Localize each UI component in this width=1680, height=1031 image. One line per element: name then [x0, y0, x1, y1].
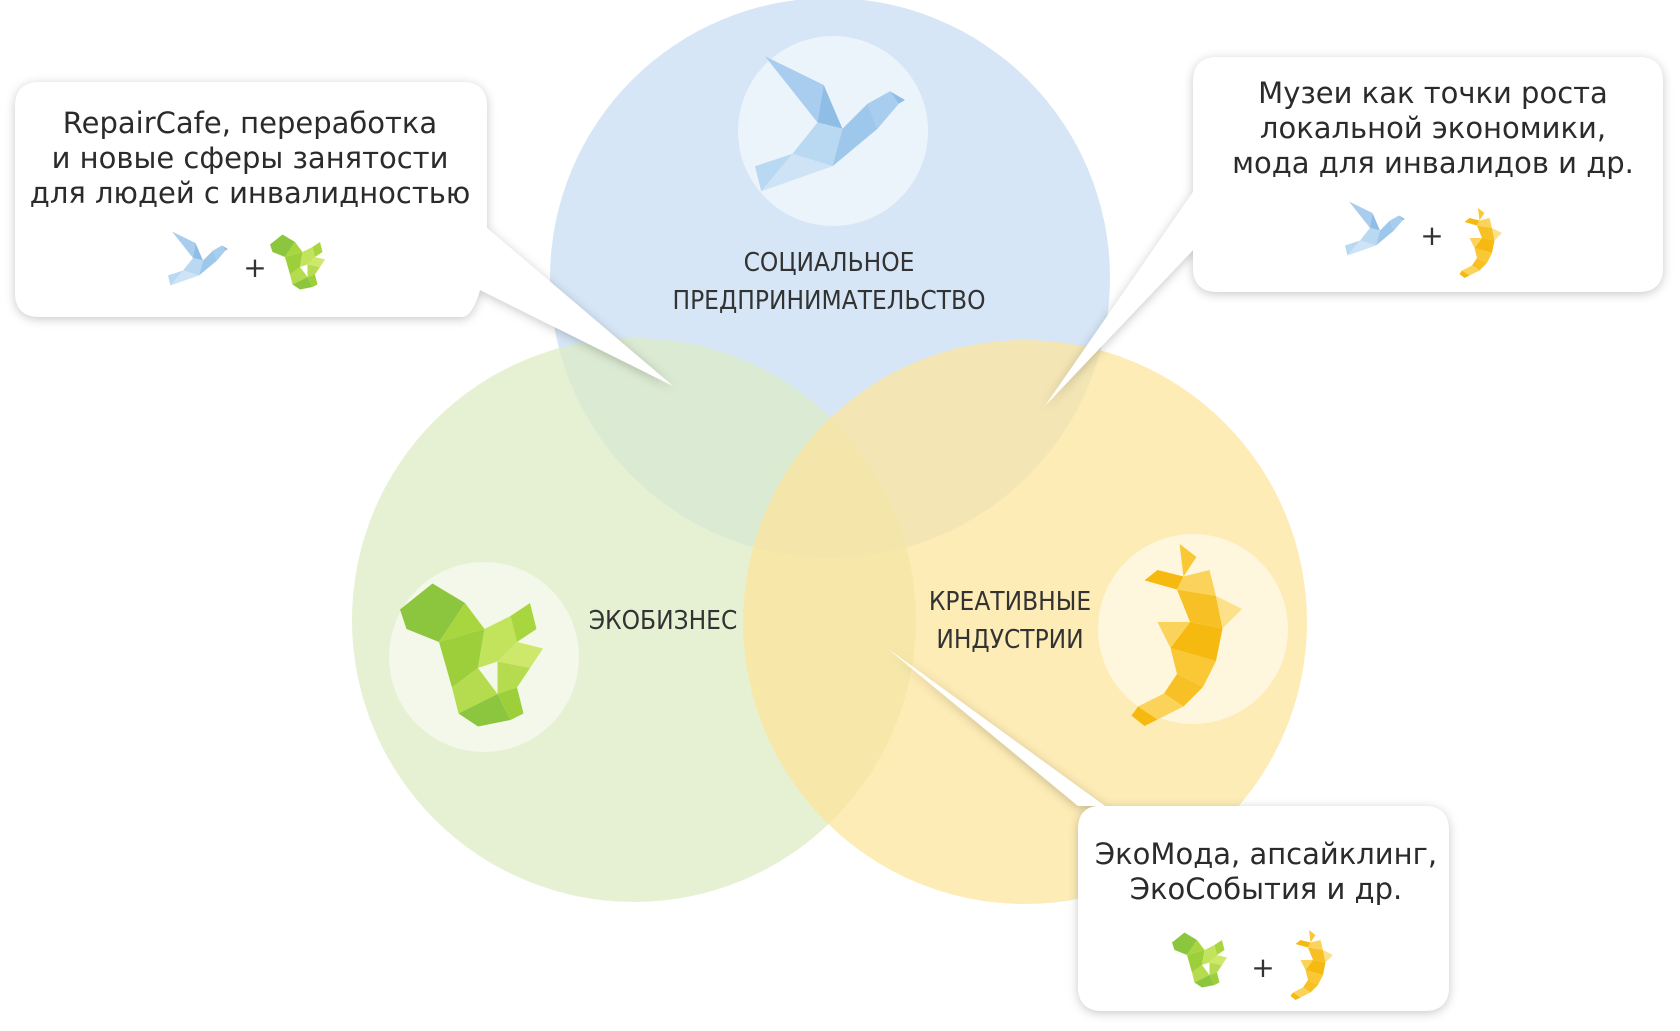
callout-eco-creative-plus: +: [1251, 951, 1274, 984]
creative-label-line1: КРЕАТИВНЫЕ: [929, 587, 1091, 617]
callout-eco-creative: [887, 648, 1449, 1011]
callout-social-eco-line3: для людей с инвалидностью: [30, 176, 470, 210]
creative-icon-badge: [1098, 534, 1288, 726]
callout-social-eco-line1: RepairCafe, переработка: [63, 106, 437, 140]
callout-social-creative-line2: локальной экономики,: [1260, 111, 1606, 145]
eco-icon-badge: [389, 562, 579, 752]
creative-label-line2: ИНДУСТРИИ: [936, 625, 1083, 655]
callout-social-creative-plus: +: [1420, 219, 1443, 252]
creative-industries-circle: [743, 340, 1307, 904]
social-label-line2: ПРЕДПРИНИМАТЕЛЬСТВО: [672, 286, 985, 316]
callout-social-eco: [15, 82, 673, 386]
callout-social-creative: [1045, 57, 1663, 406]
callout-social-creative-line3: мода для инвалидов и др.: [1232, 146, 1634, 180]
eco-business-circle: [352, 338, 916, 902]
social-icon-badge: [738, 36, 928, 226]
callout-social-eco-line2: и новые сферы занятости: [52, 141, 449, 175]
callout-social-creative-line1: Музеи как точки роста: [1258, 76, 1608, 110]
eco-label: ЭКОБИЗНЕС: [589, 606, 738, 636]
callout-eco-creative-line2: ЭкоСобытия и др.: [1130, 872, 1402, 906]
callout-social-eco-plus: +: [243, 251, 266, 284]
callout-eco-creative-line1: ЭкоМода, апсайклинг,: [1095, 837, 1437, 871]
social-label-line1: СОЦИАЛЬНОЕ: [744, 248, 915, 278]
